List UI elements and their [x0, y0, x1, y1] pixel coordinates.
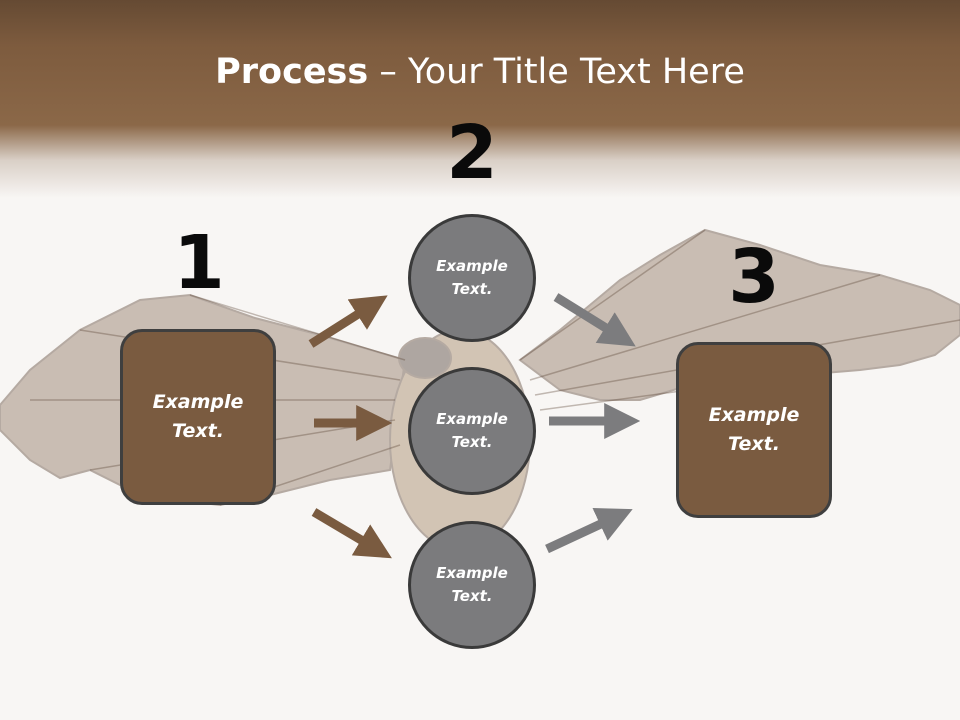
arrow-bottom-to-3 [545, 508, 633, 554]
circle-top-label: Example Text. [436, 257, 508, 298]
step3-box-label: Example Text. [708, 404, 800, 455]
step-number-1: 1 [173, 220, 225, 306]
step2-circle-middle[interactable]: Example Text. [408, 367, 536, 495]
step-number-3: 3 [728, 234, 780, 320]
step3-box[interactable]: Example Text. [676, 342, 832, 518]
arrow-1-to-bottom [311, 508, 392, 559]
step2-circle-top[interactable]: Example Text. [408, 214, 536, 342]
step1-box-label: Example Text. [152, 391, 244, 442]
circle-middle-label: Example Text. [436, 410, 508, 451]
arrow-1-to-top [308, 295, 388, 348]
header-band [0, 0, 960, 200]
step-number-2: 2 [446, 110, 498, 196]
step2-circle-bottom[interactable]: Example Text. [408, 521, 536, 649]
step1-box[interactable]: Example Text. [120, 329, 276, 505]
title-bold: Process [215, 52, 369, 92]
circle-bottom-label: Example Text. [436, 564, 508, 605]
arrow-top-to-3 [553, 293, 636, 347]
title-rest: – Your Title Text Here [368, 52, 745, 92]
slide-title: Process – Your Title Text Here [0, 52, 960, 92]
